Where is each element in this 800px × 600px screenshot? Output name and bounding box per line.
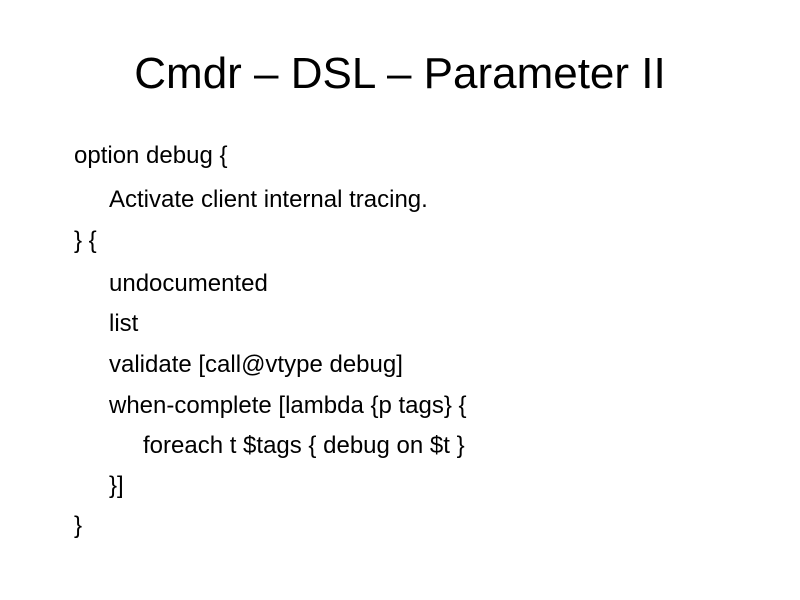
code-line: foreach t $tags { debug on $t } [143, 432, 465, 459]
code-line: } { [74, 227, 97, 254]
code-line: undocumented [109, 270, 268, 297]
code-line: Activate client internal tracing. [109, 186, 428, 213]
code-line: option debug { [74, 142, 228, 169]
code-line: } [74, 512, 83, 539]
code-line: validate [call@vtype debug] [109, 351, 403, 378]
code-line: when-complete [lambda {p tags} { [109, 392, 467, 419]
slide-title: Cmdr – DSL – Parameter II [134, 49, 666, 98]
code-line: list [109, 310, 139, 337]
code-line: }] [109, 472, 124, 499]
